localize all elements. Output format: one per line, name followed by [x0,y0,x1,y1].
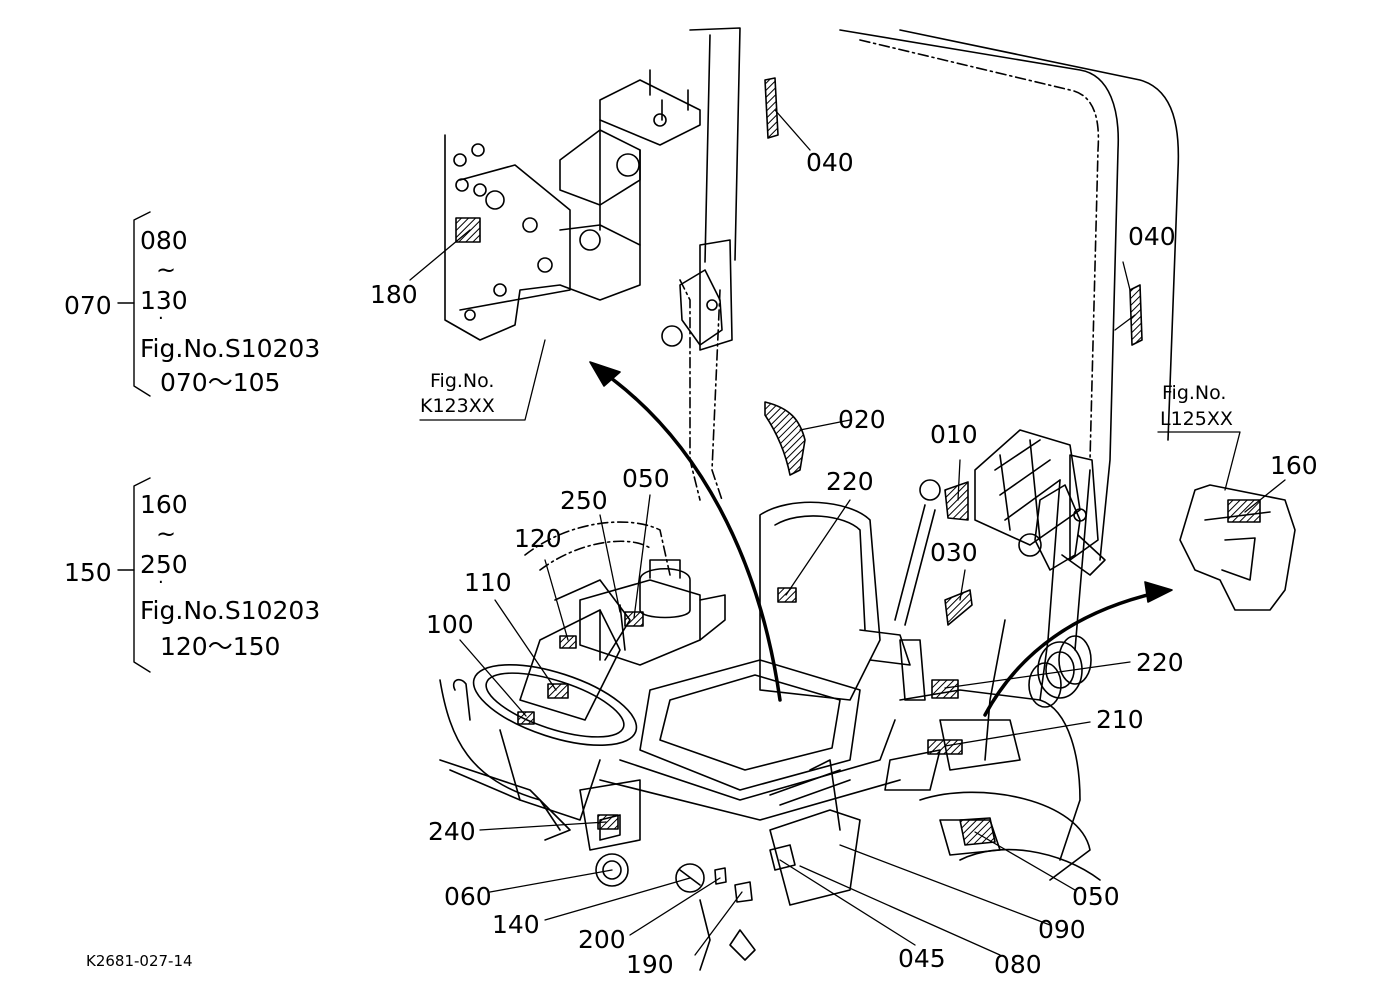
label-140: 140 [492,910,540,939]
label-180: 180 [370,280,418,309]
decal-220-seat [777,587,797,603]
floor-area [439,678,861,971]
group-150-dot: · [158,572,164,593]
fig-ref-l-caption: Fig.No. [1162,382,1227,404]
group-150-bracket [117,477,151,673]
decal-120 [559,635,577,649]
group-150-parent: 150 [64,558,112,587]
fig-ref-l: L125XX [1160,408,1233,430]
group-070-end: 130 [140,286,188,315]
label-030: 030 [930,538,978,567]
decal-020 [764,401,806,476]
decal-220-fender [931,679,959,699]
label-190: 190 [626,950,674,979]
label-080: 080 [994,950,1042,979]
decal-110 [547,683,569,699]
drawing-code: K2681-027-14 [86,952,193,970]
label-160-cover: 160 [1270,451,1318,480]
decal-100 [517,711,535,725]
label-210: 210 [1096,705,1144,734]
decal-040-top [764,77,779,139]
group-070-parent: 070 [64,291,112,320]
group-070-range: 070～105 [160,368,281,397]
label-200: 200 [578,925,626,954]
arrow-to-fig-k [598,368,782,702]
rops-pivot-right [1018,454,1099,571]
decal-030 [944,589,973,626]
label-110: 110 [464,568,512,597]
group-070-bracket [117,211,151,397]
lever-console [579,559,726,666]
label-090: 090 [1038,915,1086,944]
label-060: 060 [444,882,492,911]
decal-010-panel [974,429,1106,576]
side-cover [1179,484,1296,611]
label-020: 020 [838,405,886,434]
label-240: 240 [428,817,476,846]
arrowhead-fig-l [1144,581,1173,603]
group-070-start: 080 [140,226,188,255]
arrow-to-fig-l [983,590,1162,717]
label-040-top: 040 [806,148,854,177]
label-220-fender: 220 [1136,648,1184,677]
fig-ref-k: K123XX [420,395,495,417]
group-150-fig: Fig.No.S10203 [140,596,321,625]
label-050-console: 050 [622,464,670,493]
group-070-dot: · [158,308,164,329]
gas-strut [894,479,941,626]
label-100: 100 [426,610,474,639]
group-150-tilde: ~ [156,520,177,548]
fig-ref-k-caption: Fig.No. [430,370,495,392]
label-045: 045 [898,944,946,973]
operator-seat [599,501,926,821]
label-120: 120 [514,524,562,553]
leader-lines [409,109,1286,956]
bracket-assembly [444,69,701,341]
rops-frame [679,27,1180,761]
label-010: 010 [930,420,978,449]
decal-050-console [624,611,644,627]
arrowhead-fig-k [589,361,621,387]
fender-left [524,521,671,576]
group-150-start: 160 [140,490,188,519]
label-250: 250 [560,486,608,515]
group-070-fig: Fig.No.S10203 [140,334,321,363]
fender-right [884,689,1101,881]
label-040-right: 040 [1128,222,1176,251]
label-220-seat: 220 [826,467,874,496]
label-050-fender: 050 [1072,882,1120,911]
decal-040-right [1129,284,1143,346]
decal-210 [927,739,963,755]
group-150-end: 250 [140,550,188,579]
group-070-tilde: ~ [156,256,177,284]
group-150-range: 120～150 [160,632,281,661]
rops-pivot-left [661,239,733,351]
decal-010 [944,481,969,521]
